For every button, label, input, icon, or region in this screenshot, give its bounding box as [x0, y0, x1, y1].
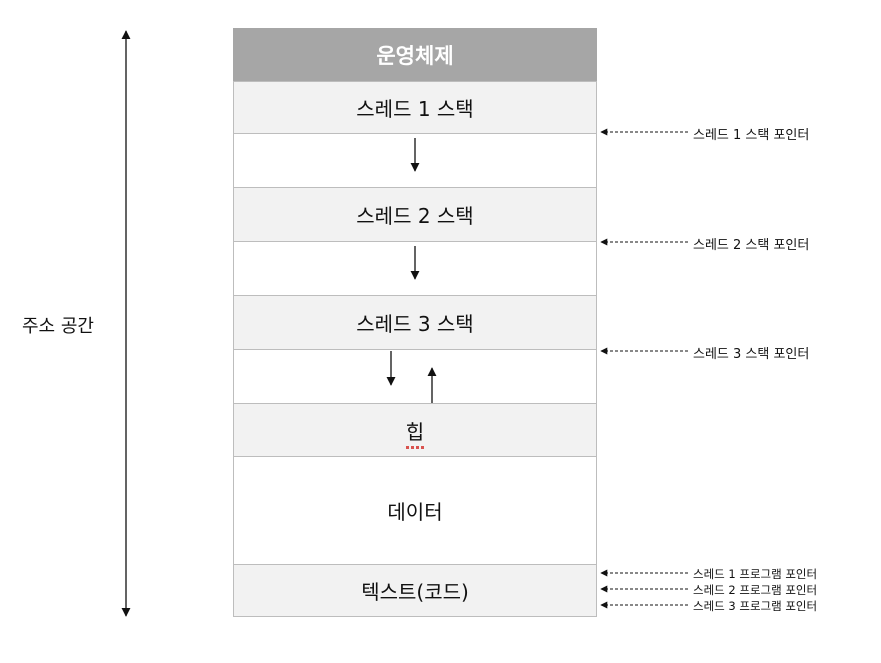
- stack1-pointer-label: 스레드 1 스택 포인터: [693, 128, 810, 143]
- thread3-stack-block: 스레드 3 스택: [233, 295, 597, 350]
- data-label: 데이터: [387, 500, 443, 524]
- prog1-pointer-label: 스레드 1 프로그램 포인터: [693, 567, 818, 581]
- stack-heap-free-space: [233, 349, 597, 404]
- stack3-pointer-label: 스레드 3 스택 포인터: [693, 347, 810, 362]
- text-code-label: 텍스트(코드): [361, 580, 469, 604]
- thread2-stack-label: 스레드 2 스택: [356, 204, 474, 228]
- prog2-pointer-label: 스레드 2 프로그램 포인터: [693, 583, 818, 597]
- address-space-label: 주소 공간: [22, 316, 94, 337]
- thread3-stack-label: 스레드 3 스택: [356, 312, 474, 336]
- os-label: 운영체제: [376, 44, 454, 68]
- text-code-block: 텍스트(코드): [233, 564, 597, 617]
- heap-label: 힙: [405, 416, 425, 449]
- thread1-stack-label: 스레드 1 스택: [356, 97, 474, 121]
- prog3-pointer-label: 스레드 3 프로그램 포인터: [693, 599, 818, 613]
- data-block: 데이터: [233, 456, 597, 565]
- stack2-pointer-label: 스레드 2 스택 포인터: [693, 238, 810, 253]
